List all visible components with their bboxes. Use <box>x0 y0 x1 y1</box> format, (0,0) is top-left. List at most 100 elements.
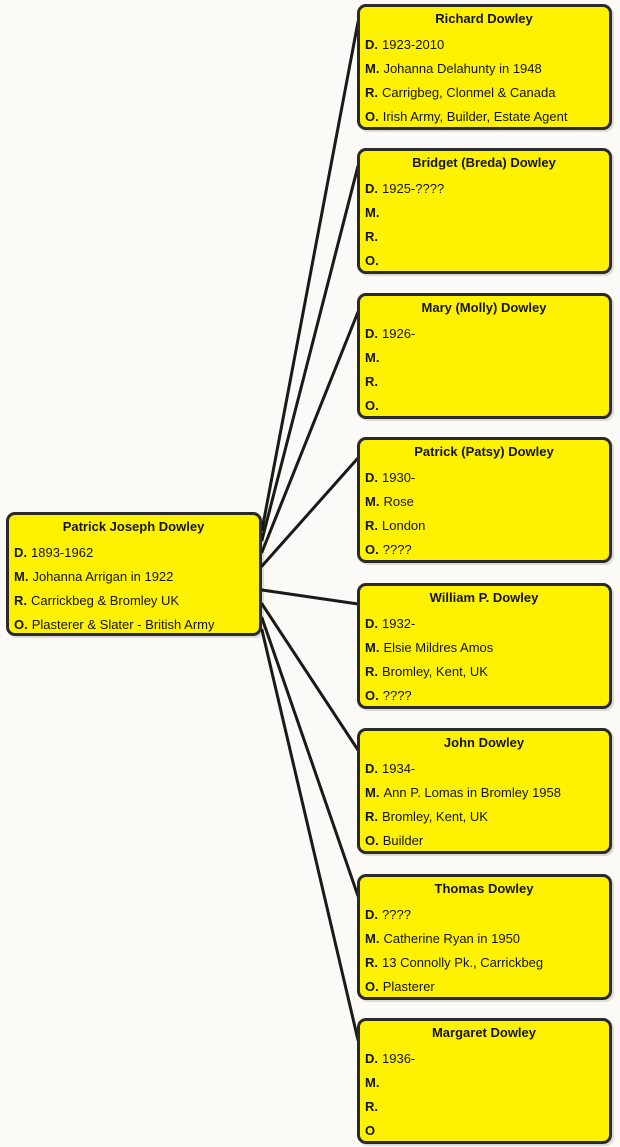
field-residence: R. Carrickbeg & Bromley UK <box>14 589 253 613</box>
field-value: 1893-1962 <box>31 545 94 560</box>
field-key: R. <box>365 85 378 100</box>
person-name: Richard Dowley <box>435 11 533 26</box>
field-key: D. <box>365 761 378 776</box>
connector-line-william <box>260 588 360 606</box>
field-value: Plasterer & Slater - British Army <box>31 617 215 632</box>
field-value: Plasterer <box>382 979 435 994</box>
field-died: D. 1932- <box>365 612 603 636</box>
field-key: R. <box>365 1099 378 1114</box>
connector-line-patrick <box>260 456 360 568</box>
connector-line-bridget <box>260 164 360 542</box>
field-key: D. <box>14 545 27 560</box>
field-occupation: O.Builder <box>365 829 603 853</box>
field-key: O. <box>365 979 379 994</box>
field-key: O. <box>365 833 379 848</box>
field-value: Johanna Arrigan in 1922 <box>32 569 174 584</box>
field-key: D. <box>365 326 378 341</box>
field-value: Carrickbeg & Bromley UK <box>31 593 180 608</box>
field-key: D. <box>365 616 378 631</box>
field-residence: R. <box>365 225 603 249</box>
field-married: M. <box>365 346 603 370</box>
field-residence: R.London <box>365 514 603 538</box>
field-value: 1934- <box>382 761 416 776</box>
field-key: M. <box>365 1075 380 1090</box>
field-value: 13 Connolly Pk., Carrickbeg <box>382 955 544 970</box>
connector-line-margaret <box>260 628 360 1042</box>
field-died: D. 1934- <box>365 757 603 781</box>
field-key: D. <box>365 37 378 52</box>
field-value: ???? <box>382 688 412 703</box>
field-died: D.1926- <box>365 322 603 346</box>
field-key: O. <box>365 109 379 124</box>
person-name: Bridget (Breda) Dowley <box>412 155 556 170</box>
child-card-thomas: Thomas Dowley D.???? M.Catherine Ryan in… <box>357 874 612 1000</box>
field-died: D.???? <box>365 903 603 927</box>
child-card-mary: Mary (Molly) Dowley D.1926- M. R. O. <box>357 293 612 419</box>
person-name: Mary (Molly) Dowley <box>421 300 547 315</box>
field-key: R. <box>14 593 27 608</box>
field-key: O. <box>14 617 28 632</box>
field-key: O. <box>365 398 379 413</box>
field-residence: R. <box>365 1095 603 1119</box>
field-key: R. <box>365 229 378 244</box>
field-died: D. 1925-???? <box>365 177 603 201</box>
field-value: 1923-2010 <box>382 37 445 52</box>
field-married: M.Catherine Ryan in 1950 <box>365 927 603 951</box>
field-occupation: O. <box>365 249 603 273</box>
field-key: D. <box>365 907 378 922</box>
field-value: ???? <box>382 542 412 557</box>
connector-line-mary <box>260 310 360 554</box>
field-key: M. <box>365 785 380 800</box>
field-died: D. 1893-1962 <box>14 541 253 565</box>
field-value: Catherine Ryan in 1950 <box>383 931 521 946</box>
field-value: 1925-???? <box>382 181 445 196</box>
field-occupation: O.Plasterer & Slater - British Army <box>14 613 253 637</box>
field-key: M. <box>365 61 380 76</box>
person-name: Patrick (Patsy) Dowley <box>414 444 554 459</box>
field-value: Carrigbeg, Clonmel & Canada <box>382 85 556 100</box>
field-married: M.Elsie Mildres Amos <box>365 636 603 660</box>
child-card-margaret: Margaret Dowley D.1936- M. R. O <box>357 1018 612 1144</box>
field-occupation: O.???? <box>365 684 603 708</box>
field-residence: R. Bromley, Kent, UK <box>365 805 603 829</box>
field-key: R. <box>365 518 378 533</box>
field-value: 1932- <box>382 616 416 631</box>
field-married: M.Rose <box>365 490 603 514</box>
field-value: 1936- <box>382 1051 416 1066</box>
field-key: R. <box>365 374 378 389</box>
field-key: R. <box>365 809 378 824</box>
field-value: Bromley, Kent, UK <box>382 809 488 824</box>
field-value: ???? <box>382 907 411 922</box>
field-key: M. <box>365 931 380 946</box>
field-key: M. <box>365 494 380 509</box>
person-name: Patrick Joseph Dowley <box>62 519 205 534</box>
field-died: D. 1930- <box>365 466 603 490</box>
field-key: D. <box>365 181 378 196</box>
field-key: M. <box>365 350 380 365</box>
field-key: M. <box>14 569 29 584</box>
field-value: 1930- <box>382 470 416 485</box>
field-married: M. <box>365 201 603 225</box>
field-married: M.Johanna Delahunty in 1948 <box>365 57 603 81</box>
field-occupation: O. <box>365 394 603 418</box>
connector-line-john <box>260 602 360 752</box>
field-key: O. <box>365 542 379 557</box>
field-key: M. <box>365 205 380 220</box>
connector-line-richard <box>260 20 360 532</box>
field-residence: R. <box>365 370 603 394</box>
child-card-richard: Richard Dowley D. 1923-2010 M.Johanna Del… <box>357 4 612 130</box>
field-residence: R. 13 Connolly Pk., Carrickbeg <box>365 951 603 975</box>
field-married: M. <box>365 1071 603 1095</box>
field-key: R. <box>365 664 378 679</box>
field-key: O. <box>365 688 379 703</box>
field-value: Bromley, Kent, UK <box>382 664 488 679</box>
field-residence: R. Bromley, Kent, UK <box>365 660 603 684</box>
field-key: D. <box>365 470 378 485</box>
person-name: Thomas Dowley <box>434 881 534 896</box>
person-name: William P. Dowley <box>429 590 539 605</box>
field-value: Irish Army, Builder, Estate Agent <box>382 109 568 124</box>
field-key: R. <box>365 955 378 970</box>
field-occupation: O.Irish Army, Builder, Estate Agent <box>365 105 603 129</box>
field-value: Builder <box>382 833 424 848</box>
